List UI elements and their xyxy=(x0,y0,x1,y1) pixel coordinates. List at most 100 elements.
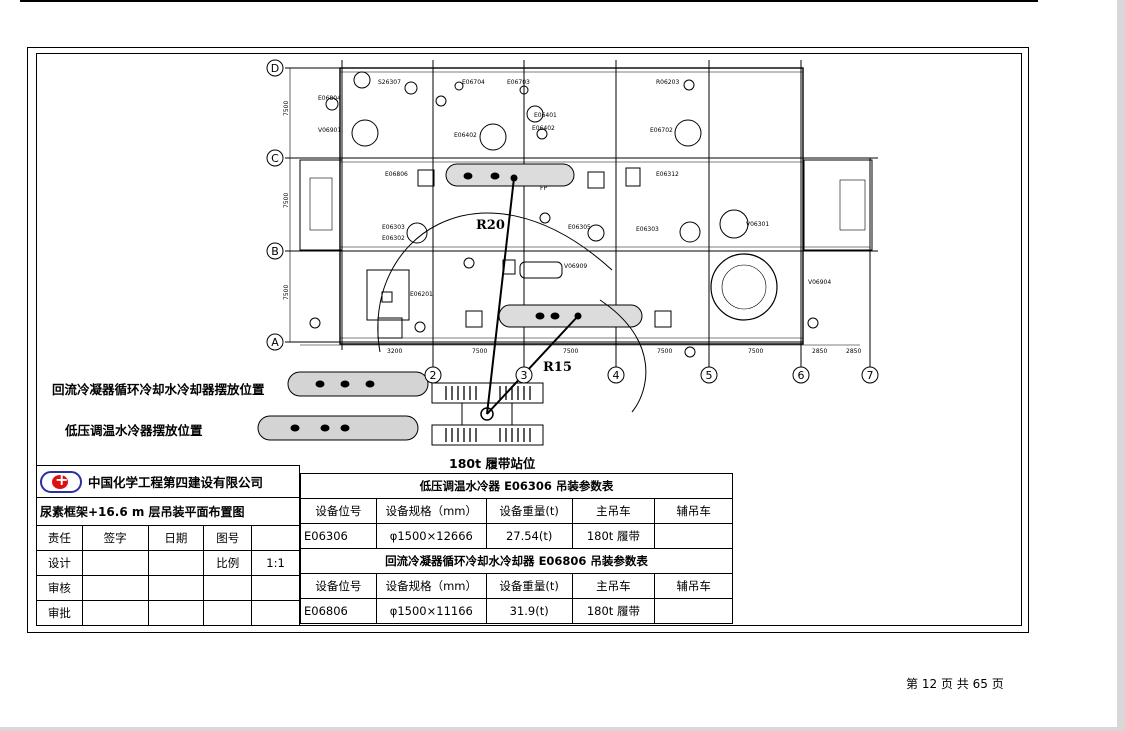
top-rule xyxy=(20,0,1038,2)
tb-cell-date: 日期 xyxy=(147,525,205,551)
param-table-1-cell: 27.54(t) xyxy=(485,523,573,549)
swing-arc-r15 xyxy=(599,299,647,413)
param-table-1-cell xyxy=(654,523,733,549)
tag-12: E06303 xyxy=(382,224,405,231)
tag-16: V06301 xyxy=(746,221,769,228)
page-number: 第 12 页 共 65 页 xyxy=(906,677,1004,691)
dim-bottom-1: 3200 xyxy=(387,348,402,355)
stair-right xyxy=(803,159,873,251)
radius-label-r20: R20 xyxy=(476,218,505,233)
tb-cell-signature: 签字 xyxy=(81,525,149,551)
grid-label-5: 5 xyxy=(706,369,713,382)
param-table-2-cell: φ1500×11166 xyxy=(375,598,487,624)
dim-left-3: 7500 xyxy=(283,285,290,300)
tag-11: E06312 xyxy=(656,171,679,178)
radius-label-r15: R15 xyxy=(543,360,572,375)
dim-left-1: 7500 xyxy=(283,101,290,116)
dim-bottom-3: 7500 xyxy=(563,348,578,355)
grid-bubble-4 xyxy=(607,366,625,384)
tb-cell-responsibility: 责任 xyxy=(36,525,83,551)
page-current: 12 xyxy=(921,677,938,691)
param-table-1-header: 设备规格（mm） xyxy=(375,498,487,524)
viewer-bottom-edge xyxy=(0,727,1125,731)
tb-cell-review: 审核 xyxy=(36,575,83,601)
grid-bubble-6 xyxy=(792,366,810,384)
dim-bottom-5: 7500 xyxy=(748,348,763,355)
tag-2: E06703 xyxy=(507,79,530,86)
grid-label-7: 7 xyxy=(867,369,874,382)
dim-bottom-7: 2850 xyxy=(846,348,861,355)
grid-bubble-2 xyxy=(424,366,442,384)
tag-18: E06201 xyxy=(410,291,433,298)
grid-bubble-3 xyxy=(515,366,533,384)
param-table-1-cell: E06306 xyxy=(300,523,377,549)
grid-label-6: 6 xyxy=(798,369,805,382)
param-table-1-title: 低压调温水冷器 E06306 吊装参数表 xyxy=(300,473,733,499)
tb-cell-scale-value: 1:1 xyxy=(251,550,300,576)
tag-6: V06901 xyxy=(318,127,341,134)
tag-3: R06203 xyxy=(656,79,679,86)
grid-label-2: 2 xyxy=(430,369,437,382)
tag-1: E06704 xyxy=(462,79,485,86)
param-table-1-header: 辅吊车 xyxy=(654,498,733,524)
tb-cell-design: 设计 xyxy=(36,550,83,576)
crawler-track-bottom xyxy=(431,424,544,446)
dim-bottom-6: 2850 xyxy=(812,348,827,355)
company-logo-icon xyxy=(40,470,82,493)
param-table-2-cell xyxy=(654,598,733,624)
tag-13: E06302 xyxy=(382,235,405,242)
param-table-e06306: 低压调温水冷器 E06306 吊装参数表 设备位号 设备规格（mm） 设备重量(… xyxy=(300,473,733,624)
vessel-e06806 xyxy=(445,163,575,187)
param-table-1-cell: φ1500×12666 xyxy=(375,523,487,549)
dim-bottom-4: 7500 xyxy=(657,348,672,355)
param-table-1-header: 设备位号 xyxy=(300,498,377,524)
tag-4: E06804 xyxy=(318,95,341,102)
grid-bubble-5 xyxy=(700,366,718,384)
dim-left-2: 7500 xyxy=(283,193,290,208)
grid-label-4: 4 xyxy=(613,369,620,382)
param-table-2-title: 回流冷凝器循环冷却水冷却器 E06806 吊装参数表 xyxy=(300,548,733,574)
grid-label-a: A xyxy=(271,336,279,349)
param-table-2-cell: 180t 履带 xyxy=(571,598,656,624)
param-table-2-cell: E06806 xyxy=(300,598,377,624)
param-table-2-header: 主吊车 xyxy=(571,573,656,599)
staged-vessel-reflux xyxy=(287,371,429,397)
tag-7: E06402 xyxy=(454,132,477,139)
grid-bubble-c xyxy=(266,149,284,167)
drawing-frame-inner xyxy=(36,53,1022,626)
tag-17: V06909 xyxy=(564,263,587,270)
tb-cell-drawing-no: 图号 xyxy=(203,525,253,551)
grid-label-3: 3 xyxy=(521,369,528,382)
crawler-track-top xyxy=(431,382,544,404)
boom-line-2 xyxy=(486,315,579,415)
stair-left xyxy=(299,159,343,251)
drawing-frame-outer xyxy=(27,47,1029,633)
title-block: 中国化学工程第四建设有限公司 尿素框架+16.6 m 层吊装平面布置图 责任 签… xyxy=(36,465,300,626)
tag-15: E06303 xyxy=(636,226,659,233)
drawing-title: 尿素框架+16.6 m 层吊装平面布置图 xyxy=(36,497,300,526)
grid-label-d: D xyxy=(271,62,279,75)
grid-bubble-d xyxy=(266,59,284,77)
company-name: 中国化学工程第四建设有限公司 xyxy=(88,475,264,490)
staged-vessel-lowpressure xyxy=(257,415,419,441)
param-table-2-header: 辅吊车 xyxy=(654,573,733,599)
param-table-1-cell: 180t 履带 xyxy=(571,523,656,549)
param-table-1-header: 设备重量(t) xyxy=(485,498,573,524)
tb-cell-approve: 审批 xyxy=(36,600,83,626)
tag-8: E06402 xyxy=(532,125,555,132)
dim-bottom-2: 7500 xyxy=(472,348,487,355)
viewer-scroll-edge[interactable] xyxy=(1117,0,1125,731)
grid-bubble-a xyxy=(266,333,284,351)
tag-10: E06806 xyxy=(385,171,408,178)
tag-0: S26307 xyxy=(378,79,401,86)
param-table-1-header: 主吊车 xyxy=(571,498,656,524)
grid-bubble-7 xyxy=(861,366,879,384)
label-crawler-station: 180t 履带站位 xyxy=(449,456,536,471)
page-total: 65 xyxy=(972,677,988,691)
param-table-2-header: 设备规格（mm） xyxy=(375,573,487,599)
tb-cell-scale: 比例 xyxy=(203,550,253,576)
tag-5: E06401 xyxy=(534,112,557,119)
param-table-2-header: 设备重量(t) xyxy=(485,573,573,599)
boom-line-1 xyxy=(486,177,515,415)
